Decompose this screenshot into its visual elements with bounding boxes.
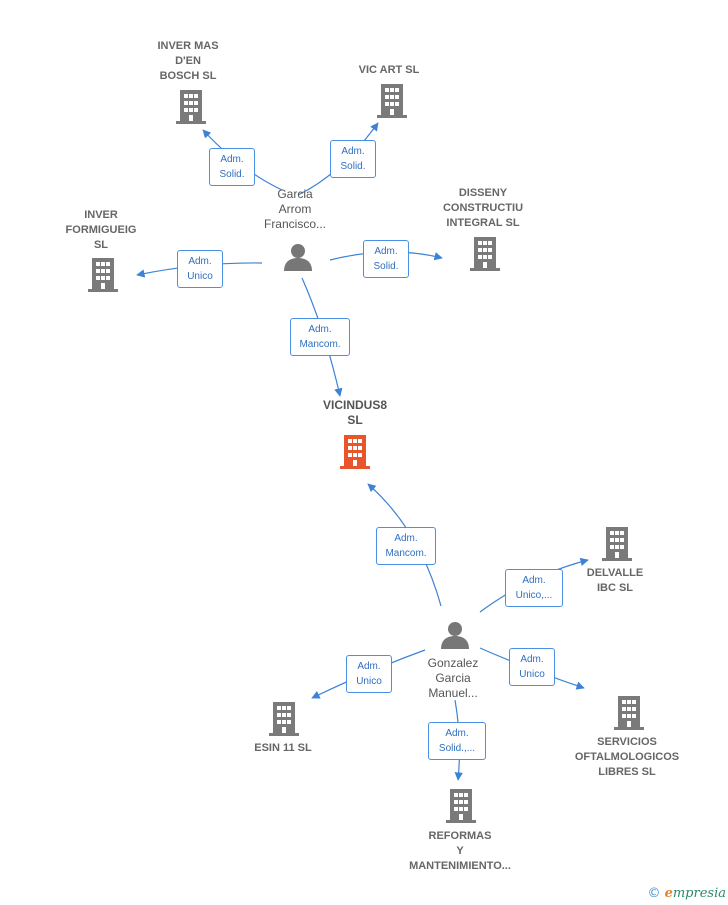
edge-label-e10[interactable]: Adm. Solid.,... <box>428 722 486 760</box>
edge-label-e4[interactable]: Adm. Unico <box>177 250 223 288</box>
person-icon[interactable] <box>441 622 469 649</box>
edge-label-e3[interactable]: Adm. Solid. <box>363 240 409 278</box>
building-icon[interactable] <box>88 258 118 292</box>
building-icon[interactable] <box>377 84 407 118</box>
company-label-delvalle[interactable]: DELVALLE IBC SL <box>586 567 644 594</box>
edge-label-e7[interactable]: Adm. Unico,... <box>505 569 563 607</box>
company-label-reformas[interactable]: REFORMAS Y MANTENIMIENTO... <box>409 830 511 872</box>
building-icon[interactable] <box>176 90 206 124</box>
building-icon[interactable] <box>602 527 632 561</box>
edge-label-e2[interactable]: Adm. Solid. <box>330 140 376 178</box>
person-label-gonzalez[interactable]: Gonzalez Garcia Manuel... <box>427 656 479 700</box>
company-label-vic-art[interactable]: VIC ART SL <box>358 64 420 76</box>
copyright-symbol: © <box>647 886 661 901</box>
brand-logo: © empresia <box>647 886 726 901</box>
company-label-esin[interactable]: ESIN 11 SL <box>254 742 312 754</box>
edge-label-e5[interactable]: Adm. Mancom. <box>290 318 350 356</box>
nodes <box>88 84 644 823</box>
company-label-inver-formigueig[interactable]: INVER FORMIGUEIG SL <box>65 209 137 251</box>
person-icon[interactable] <box>284 244 312 271</box>
person-label-garcia[interactable]: Garcia Arrom Francisco... <box>263 187 326 231</box>
edge-label-e9[interactable]: Adm. Unico <box>346 655 392 693</box>
building-icon[interactable] <box>614 696 644 730</box>
center-company-label[interactable]: VICINDUS8 SL <box>322 398 387 427</box>
edge-label-e8[interactable]: Adm. Unico <box>509 648 555 686</box>
building-icon[interactable] <box>340 435 370 469</box>
building-icon[interactable] <box>269 702 299 736</box>
building-icon[interactable] <box>446 789 476 823</box>
company-label-inver-mas[interactable]: INVER MAS D'EN BOSCH SL <box>157 40 219 82</box>
edge-label-e1[interactable]: Adm. Solid. <box>209 148 255 186</box>
building-icon[interactable] <box>470 237 500 271</box>
edge-label-e6[interactable]: Adm. Mancom. <box>376 527 436 565</box>
brand-initial: e <box>664 886 673 901</box>
company-label-disseny[interactable]: DISSENY CONSTRUCTIU INTEGRAL SL <box>442 187 524 229</box>
company-label-servicios[interactable]: SERVICIOS OFTALMOLOGICOS LIBRES SL <box>574 736 680 778</box>
brand-name: mpresia <box>672 886 726 901</box>
